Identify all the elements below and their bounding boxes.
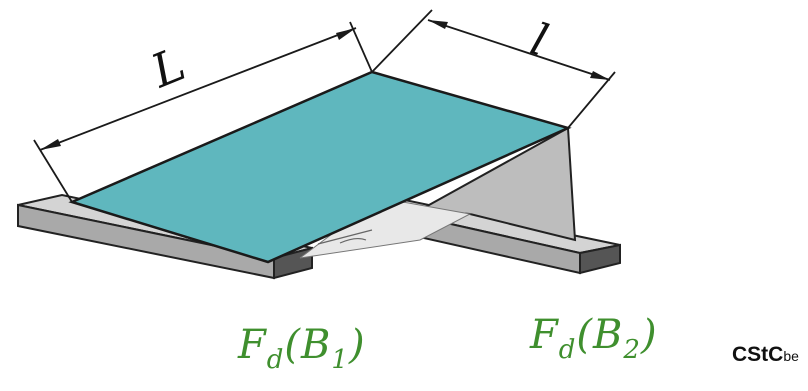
force-label-b1-subscript-1: 1 bbox=[331, 345, 349, 375]
dimension-length-label: L bbox=[143, 37, 192, 99]
right-beam-end bbox=[579, 243, 621, 275]
dimension-width-arrow-right bbox=[590, 71, 610, 80]
cstc-logo-suffix: be bbox=[783, 348, 799, 364]
cstc-logo: CStCbe bbox=[732, 343, 799, 367]
dimension-length-line bbox=[39, 27, 357, 151]
force-label-b2-subscript-d: d bbox=[558, 335, 577, 365]
force-label-b2: Fd(B2) bbox=[530, 312, 658, 365]
force-label-b2-main: F bbox=[530, 312, 559, 358]
dimension-length-extension-left bbox=[33, 139, 73, 203]
dimension-width-extension-right bbox=[567, 71, 616, 129]
force-label-b1-open: (B bbox=[284, 322, 332, 368]
force-label-b1-subscript-d: d bbox=[266, 345, 285, 375]
dimension-width-arrow-left bbox=[428, 20, 448, 29]
dimension-length-arrow-left bbox=[40, 139, 61, 150]
dimension-width-label: l bbox=[525, 14, 554, 67]
dimension-length-arrow-right bbox=[336, 28, 356, 40]
force-label-b2-subscript-2: 2 bbox=[623, 335, 641, 365]
angle-arc bbox=[317, 229, 373, 245]
force-label-b2-open: (B bbox=[576, 312, 624, 358]
dimension-length-extension-right bbox=[349, 21, 373, 73]
dimension-width-extension-left bbox=[371, 9, 433, 73]
force-label-b1: Fd(B1) bbox=[238, 322, 366, 375]
cstc-logo-main: CStC bbox=[732, 343, 784, 366]
force-label-b1-main: F bbox=[238, 322, 267, 368]
dimension-width-line bbox=[427, 19, 611, 81]
force-label-b2-close: ) bbox=[640, 312, 658, 358]
force-label-b1-close: ) bbox=[348, 322, 366, 368]
